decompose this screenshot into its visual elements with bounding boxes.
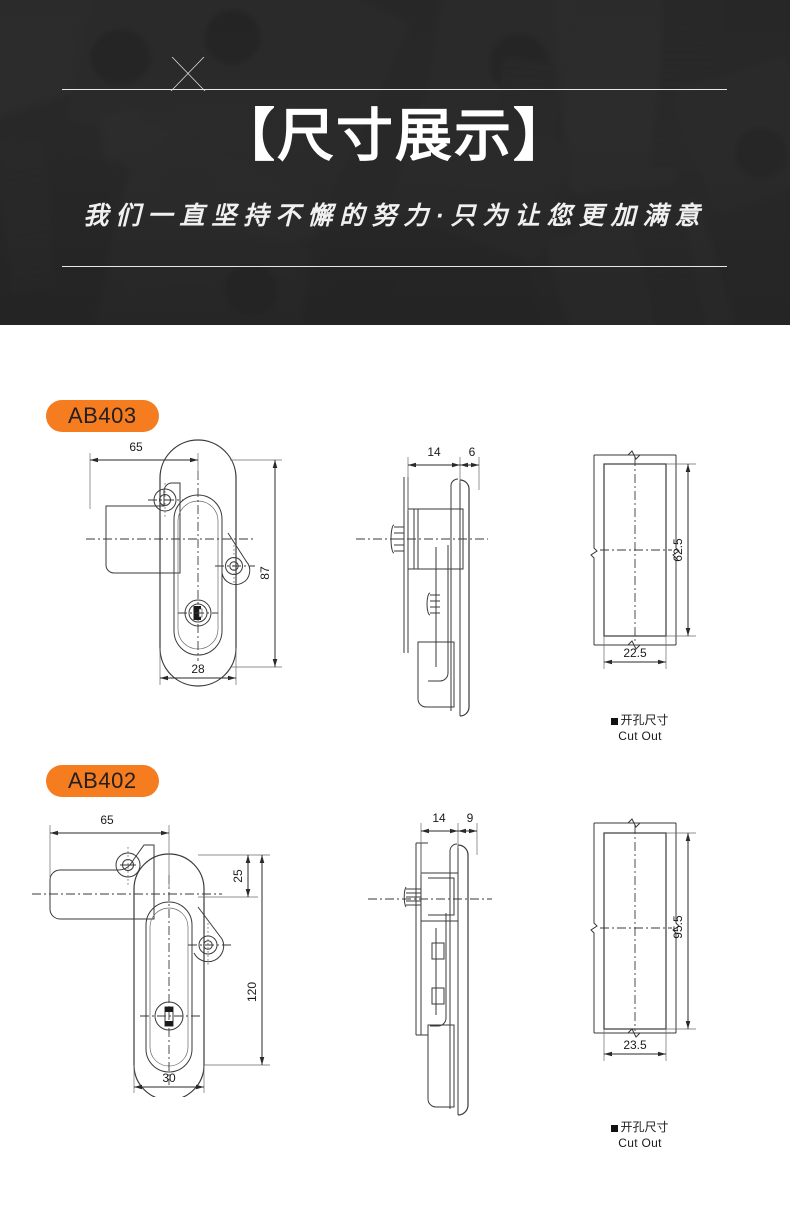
dim-30: 30 <box>162 1071 176 1085</box>
ab402-front-view: 65 25 120 30 <box>22 797 312 1097</box>
dim-62-5: 62.5 <box>671 538 685 562</box>
banner-rule-bottom <box>62 266 727 267</box>
page-subtitle: 我们一直坚持不懈的努力·只为让您更加满意 <box>83 202 707 230</box>
ab402-cutout-view: 95.5 23.5 <box>580 805 760 1105</box>
header-banner: 【尺寸展示】 我们一直坚持不懈的努力·只为让您更加满意 <box>0 0 790 325</box>
model-badge-ab403: AB403 <box>46 400 159 432</box>
dim-65: 65 <box>100 813 114 827</box>
page-title: 【尺寸展示】 <box>218 104 572 168</box>
bullet-square-icon <box>611 718 619 725</box>
dim-95-5: 95.5 <box>671 915 685 939</box>
dim-14: 14 <box>432 811 446 825</box>
ab403-cutout-view: 62.5 22.5 <box>580 437 760 727</box>
model-badge-ab402: AB402 <box>46 765 159 797</box>
ab403-side-view: 14 6 <box>348 435 548 735</box>
ab402-cutout-caption: 开孔尺寸 Cut Out <box>580 1120 700 1151</box>
dim-23-5: 23.5 <box>623 1038 647 1052</box>
dim-14: 14 <box>427 445 441 459</box>
dim-120: 120 <box>245 982 259 1002</box>
banner-background-image <box>0 0 790 325</box>
banner-rule-top <box>62 57 727 91</box>
bullet-square-icon <box>611 1125 619 1132</box>
ab403-cutout-caption: 开孔尺寸 Cut Out <box>580 713 700 744</box>
ab403-front-view: .ln{fill:none;stroke:#3a3a3a;stroke-widt… <box>70 433 300 688</box>
dim-87: 87 <box>258 566 272 580</box>
dim-25: 25 <box>231 869 245 883</box>
dim-22-5: 22.5 <box>623 646 647 660</box>
dim-65: 65 <box>129 440 143 454</box>
dim-9: 9 <box>467 811 474 825</box>
dim-28: 28 <box>191 662 205 676</box>
drawing-sheet: AB403 .ln{fill:none;stroke:#3a3a3a;strok… <box>0 325 790 1218</box>
ab402-side-view: 14 9 <box>350 803 550 1123</box>
dim-6: 6 <box>469 445 476 459</box>
